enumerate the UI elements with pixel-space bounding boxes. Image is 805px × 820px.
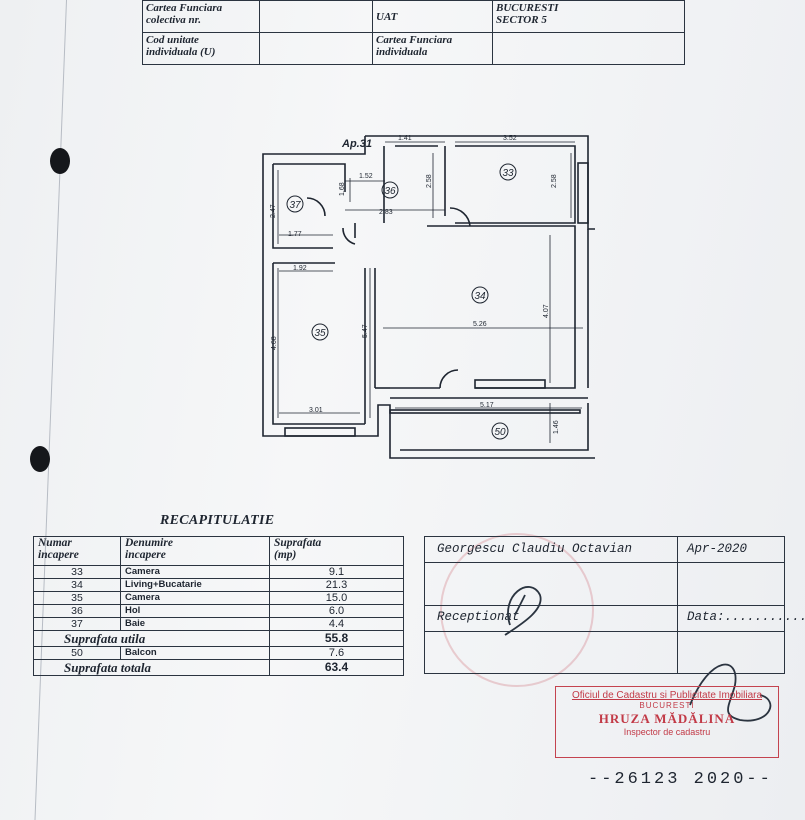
room-37-label: 37 [289, 200, 301, 211]
dim-5-47: 5.47 [362, 324, 369, 338]
wall-top [365, 135, 595, 230]
recap-title: RECAPITULATIE [160, 513, 275, 528]
dim-2-83: 2.83 [379, 209, 393, 216]
data-label: Data:........... [687, 610, 805, 624]
floor-plan: 1.41 3.52 1.52 1.68 2.58 2.58 2.47 2.83 … [262, 135, 595, 459]
author-date: Apr-2020 [687, 542, 748, 556]
dim-1-52: 1.52 [359, 173, 373, 180]
apartment-label: Ap.31 [341, 138, 372, 150]
room-34-label: 34 [474, 291, 486, 302]
receptionat-label: Receptionat [437, 610, 520, 624]
dim-1-68: 1.68 [339, 182, 346, 196]
dim-4-68: 4.68 [271, 336, 278, 350]
col-suprafata: Suprafata(mp) [269, 536, 404, 566]
dim-1-77: 1.77 [288, 231, 302, 238]
cadastre-office-stamp: Oficiul de Cadastru si Publicitate Imobi… [555, 686, 779, 758]
dim-2-58-right: 2.58 [551, 174, 558, 188]
dim-2-58-left: 2.58 [426, 174, 433, 188]
room-35-label: 35 [314, 328, 326, 339]
wall-outer [262, 136, 595, 459]
binder-hole-bottom [30, 446, 50, 472]
dim-5-17: 5.17 [480, 402, 494, 409]
dim-1-46: 1.46 [553, 420, 560, 434]
room-50-label: 50 [494, 427, 506, 438]
room-36-label: 36 [384, 186, 396, 197]
cf-colectiva-value [259, 0, 373, 33]
dim-2-47: 2.47 [270, 204, 277, 218]
cod-unitate-value [259, 32, 373, 65]
cf-individuala-value [492, 32, 685, 65]
signature-table: Georgescu Claudiu Octavian Apr-2020 Rece… [424, 536, 805, 674]
document-number: --26123 2020-- [588, 770, 773, 789]
dim-1-92: 1.92 [293, 265, 307, 272]
handwritten-signature [504, 586, 772, 722]
binder-hole-top [50, 148, 70, 174]
round-stamp-mark [440, 533, 594, 687]
dim-3-52: 3.52 [503, 135, 517, 142]
dim-3-01: 3.01 [309, 407, 323, 414]
uat-label: UAT [372, 0, 493, 33]
author-name: Georgescu Claudiu Octavian [437, 542, 633, 556]
room-33-label: 33 [502, 168, 514, 179]
dim-1-41: 1.41 [398, 135, 412, 142]
dim-4-07: 4.07 [543, 304, 550, 318]
dim-5-26: 5.26 [473, 321, 487, 328]
